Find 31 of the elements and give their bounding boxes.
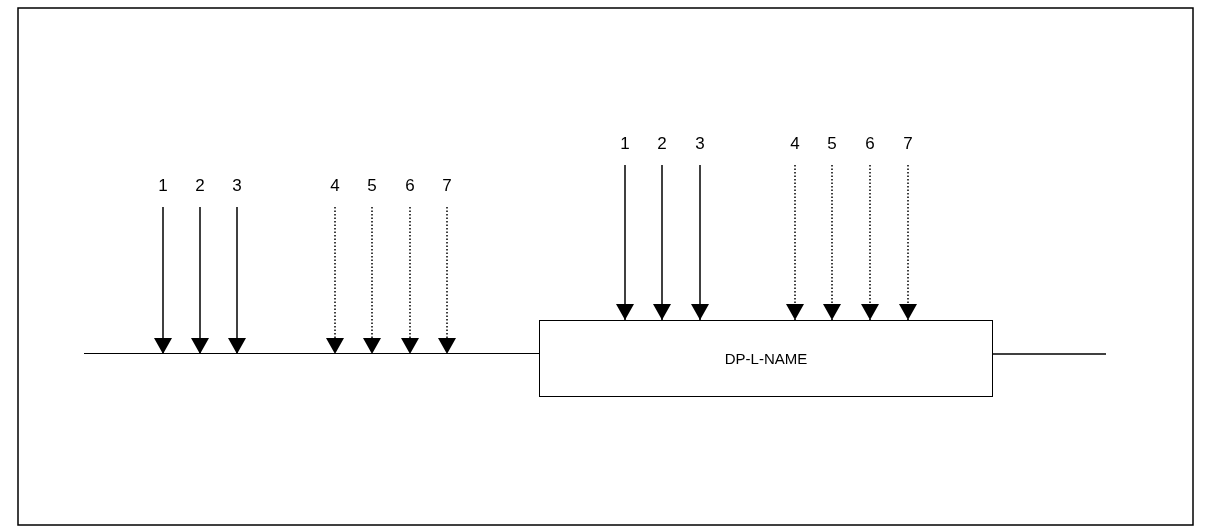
callout-number: 6 xyxy=(860,134,880,154)
arrow xyxy=(691,164,709,321)
connector-line xyxy=(992,353,1107,355)
process-box: DP-L-NAME xyxy=(539,320,993,397)
callout-number: 7 xyxy=(437,176,457,196)
callout-number: 1 xyxy=(153,176,173,196)
arrow xyxy=(154,206,172,355)
callout-number: 4 xyxy=(325,176,345,196)
callout-number: 7 xyxy=(898,134,918,154)
arrow xyxy=(438,206,456,355)
arrow xyxy=(616,164,634,321)
arrow xyxy=(823,164,841,321)
arrow xyxy=(401,206,419,355)
callout-number: 1 xyxy=(615,134,635,154)
horizontal-line xyxy=(84,353,539,354)
arrow xyxy=(191,206,209,355)
callout-number: 4 xyxy=(785,134,805,154)
arrow xyxy=(653,164,671,321)
arrow xyxy=(786,164,804,321)
callout-number: 2 xyxy=(652,134,672,154)
arrow xyxy=(363,206,381,355)
arrow xyxy=(228,206,246,355)
callout-number: 3 xyxy=(227,176,247,196)
callout-number: 6 xyxy=(400,176,420,196)
arrow xyxy=(861,164,879,321)
arrow xyxy=(326,206,344,355)
callout-number: 5 xyxy=(362,176,382,196)
arrow xyxy=(899,164,917,321)
callout-number: 3 xyxy=(690,134,710,154)
callout-number: 5 xyxy=(822,134,842,154)
callout-number: 2 xyxy=(190,176,210,196)
